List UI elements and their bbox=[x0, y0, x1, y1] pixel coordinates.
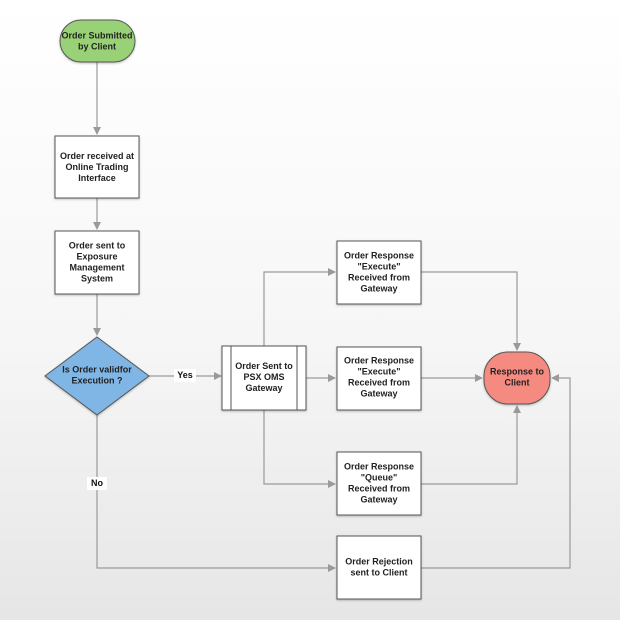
node-label-line: Execution ? bbox=[71, 376, 122, 386]
node-label-line: Exposure bbox=[76, 252, 117, 262]
node-exposure-shape bbox=[54, 230, 140, 295]
node-label-line: System bbox=[81, 274, 113, 284]
node-resp-queue-shape bbox=[336, 451, 422, 516]
node-label-line: "Execute" bbox=[357, 367, 400, 377]
node-rejection-shape bbox=[336, 535, 422, 600]
node-label-line: Gateway bbox=[360, 495, 397, 505]
node-label-line: Received from bbox=[348, 378, 410, 388]
node-decision-shape bbox=[44, 336, 150, 416]
node-label-line: Gateway bbox=[245, 383, 282, 393]
node-resp-exec-2-shape bbox=[336, 346, 422, 411]
edge-labels: Yes No bbox=[87, 369, 196, 490]
edge-label-no: No bbox=[91, 478, 103, 488]
node-label-line: "Execute" bbox=[357, 262, 400, 272]
node-label-line: Order Rejection bbox=[345, 557, 413, 567]
node-label-line: PSX OMS bbox=[243, 372, 284, 382]
node-label-line: "Queue" bbox=[361, 473, 398, 483]
node-label-line: Online Trading bbox=[65, 162, 128, 172]
node-label-line: Order Response bbox=[344, 356, 414, 366]
edge-resp-exec-1-to-response bbox=[421, 271, 521, 351]
node-label-line: sent to Client bbox=[350, 568, 407, 578]
node-gateway-shape bbox=[221, 345, 307, 411]
node-label-line: Is Order validfor bbox=[62, 365, 132, 375]
edge-gateway-to-resp-queue bbox=[263, 410, 336, 488]
node-label-line: Client bbox=[504, 378, 529, 388]
node-label-line: Order received at bbox=[60, 151, 134, 161]
node-label-line: Order Response bbox=[344, 462, 414, 472]
node-label-line: Order sent to bbox=[69, 241, 126, 251]
node-response-shape bbox=[483, 351, 551, 405]
node-start-shape bbox=[59, 19, 136, 63]
node-label-line: Order Sent to bbox=[235, 361, 293, 371]
no-label-bg bbox=[87, 477, 107, 490]
node-label-line: Management bbox=[69, 263, 124, 273]
node-label-line: Order Submitted bbox=[61, 31, 132, 41]
node-label-line: Received from bbox=[348, 484, 410, 494]
edge-resp-queue-to-response bbox=[421, 405, 521, 485]
node-resp-exec-1-shape bbox=[336, 240, 422, 305]
node-label-line: Received from bbox=[348, 273, 410, 283]
node-label-line: by Client bbox=[78, 42, 116, 52]
edge-gateway-to-resp-exec-1 bbox=[263, 268, 336, 346]
edge-label-yes: Yes bbox=[177, 370, 193, 380]
edges bbox=[93, 62, 571, 572]
node-label-line: Interface bbox=[78, 173, 116, 183]
node-received-shape bbox=[54, 135, 140, 199]
edge-decision-to-rejection bbox=[96, 415, 336, 572]
node-label-line: Response to bbox=[490, 367, 545, 377]
edge-rejection-to-response bbox=[421, 374, 571, 569]
yes-label-bg bbox=[174, 369, 196, 382]
node-label-line: Gateway bbox=[360, 389, 397, 399]
node-label-line: Gateway bbox=[360, 284, 397, 294]
node-label-line: Order Response bbox=[344, 251, 414, 261]
